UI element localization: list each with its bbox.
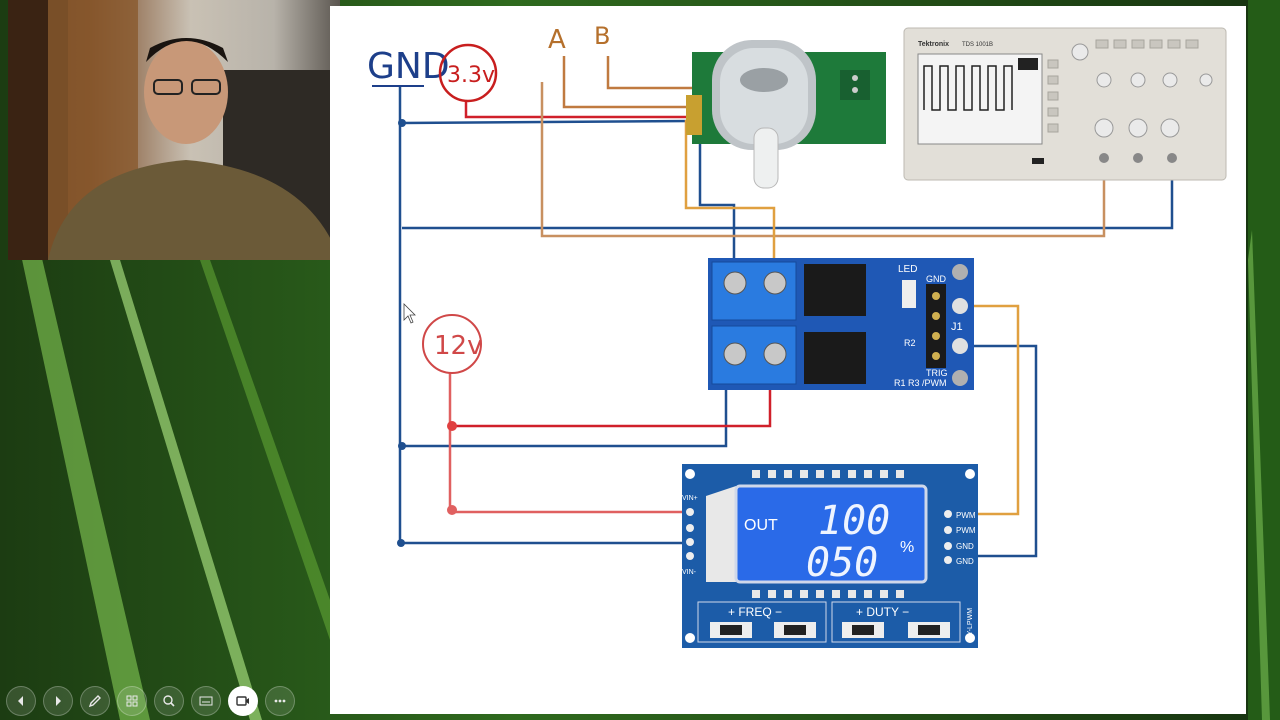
webcam-view	[8, 0, 340, 260]
scope-brand: Tektronix	[918, 41, 949, 48]
scope-model: TDS 1001B	[962, 42, 993, 48]
motor-minus-wire	[698, 130, 736, 262]
next-icon	[56, 696, 61, 706]
lcd-duty: 050	[806, 540, 878, 586]
gnd-label: GND	[367, 46, 450, 87]
oscilloscope: Tektronix TDS 1001B	[903, 27, 1227, 181]
freq-buttons-label: + FREQ −	[728, 605, 782, 619]
mouse-cursor-icon	[403, 303, 416, 324]
mosfet-r2-label: R2	[904, 338, 916, 348]
trig-gnd-wire	[960, 344, 1038, 558]
lcd-percent: %	[900, 539, 914, 556]
pin-pwm-2: PWM	[956, 526, 976, 535]
gnd-mosfet-wire	[402, 386, 728, 448]
pen-tool-button[interactable]	[80, 686, 110, 716]
pin-pwm-1: PWM	[956, 511, 976, 520]
circuit-diagram: GND 3.3v A B 12v Tektronix TDS 1001B	[367, 22, 1227, 648]
motor-plus-wire	[684, 120, 776, 262]
slide-canvas: GND 3.3v A B 12v Tektronix TDS 1001B	[330, 6, 1246, 714]
more-options-button[interactable]	[265, 686, 295, 716]
pwm-module: OUT 100 050 % VIN+ VIN- PWM PWM GND GND …	[682, 464, 978, 648]
v12-pwm-wire	[448, 373, 690, 514]
duty-buttons-label: + DUTY −	[856, 605, 909, 619]
scope-probe-wire	[540, 82, 1106, 238]
mosfet-gnd-label: GND	[926, 274, 947, 284]
v33-label: 3.3v	[447, 63, 495, 88]
lcd-out-label: OUT	[744, 517, 778, 534]
pwm-trig-wire	[960, 304, 1020, 516]
zoom-button[interactable]	[154, 686, 184, 716]
v12-mosfet-wire	[452, 386, 772, 428]
camera-icon	[236, 696, 249, 706]
v33-circle	[438, 43, 498, 103]
v12-circle	[422, 314, 482, 374]
presentation-toolbar	[6, 686, 295, 716]
encoder-b-label: B	[594, 22, 610, 50]
pin-gnd-2: GND	[956, 557, 974, 566]
lcd-frequency: 100	[818, 498, 890, 544]
previous-icon	[18, 696, 23, 706]
v12-label: 12v	[434, 331, 482, 361]
mosfet-led-label: LED	[898, 264, 917, 275]
motor-encoder	[686, 40, 886, 189]
encoder-a-wire	[562, 56, 690, 109]
camera-toggle-button[interactable]	[228, 686, 258, 716]
slides-icon	[126, 695, 138, 707]
v33-wire	[464, 100, 692, 119]
subtitles-icon	[199, 696, 213, 706]
zoom-icon	[163, 695, 175, 707]
mosfet-module: LED GND J1 R2 TRIG R1 R3 /PWM	[708, 258, 974, 390]
pin-vin-minus: VIN-	[682, 569, 697, 576]
mosfet-r1r3-label: R1 R3 /PWM	[894, 378, 947, 388]
mosfet-trig-label: TRIG	[926, 368, 948, 378]
presenter-image	[8, 0, 340, 260]
encoder-b-wire	[606, 56, 694, 90]
mosfet-j1-label: J1	[951, 321, 963, 333]
see-all-slides-button[interactable]	[117, 686, 147, 716]
gnd-motor-wire	[401, 119, 691, 125]
pen-icon	[88, 695, 101, 708]
encoder-a-label: A	[548, 25, 566, 55]
gnd-scope-wire	[402, 160, 1174, 230]
more-icon	[274, 699, 286, 703]
pin-vin-plus: VIN+	[682, 495, 698, 502]
previous-slide-button[interactable]	[6, 686, 36, 716]
subtitles-button[interactable]	[191, 686, 221, 716]
pin-gnd-1: GND	[956, 542, 974, 551]
module-model: XY-LPWM	[967, 608, 974, 640]
next-slide-button[interactable]	[43, 686, 73, 716]
